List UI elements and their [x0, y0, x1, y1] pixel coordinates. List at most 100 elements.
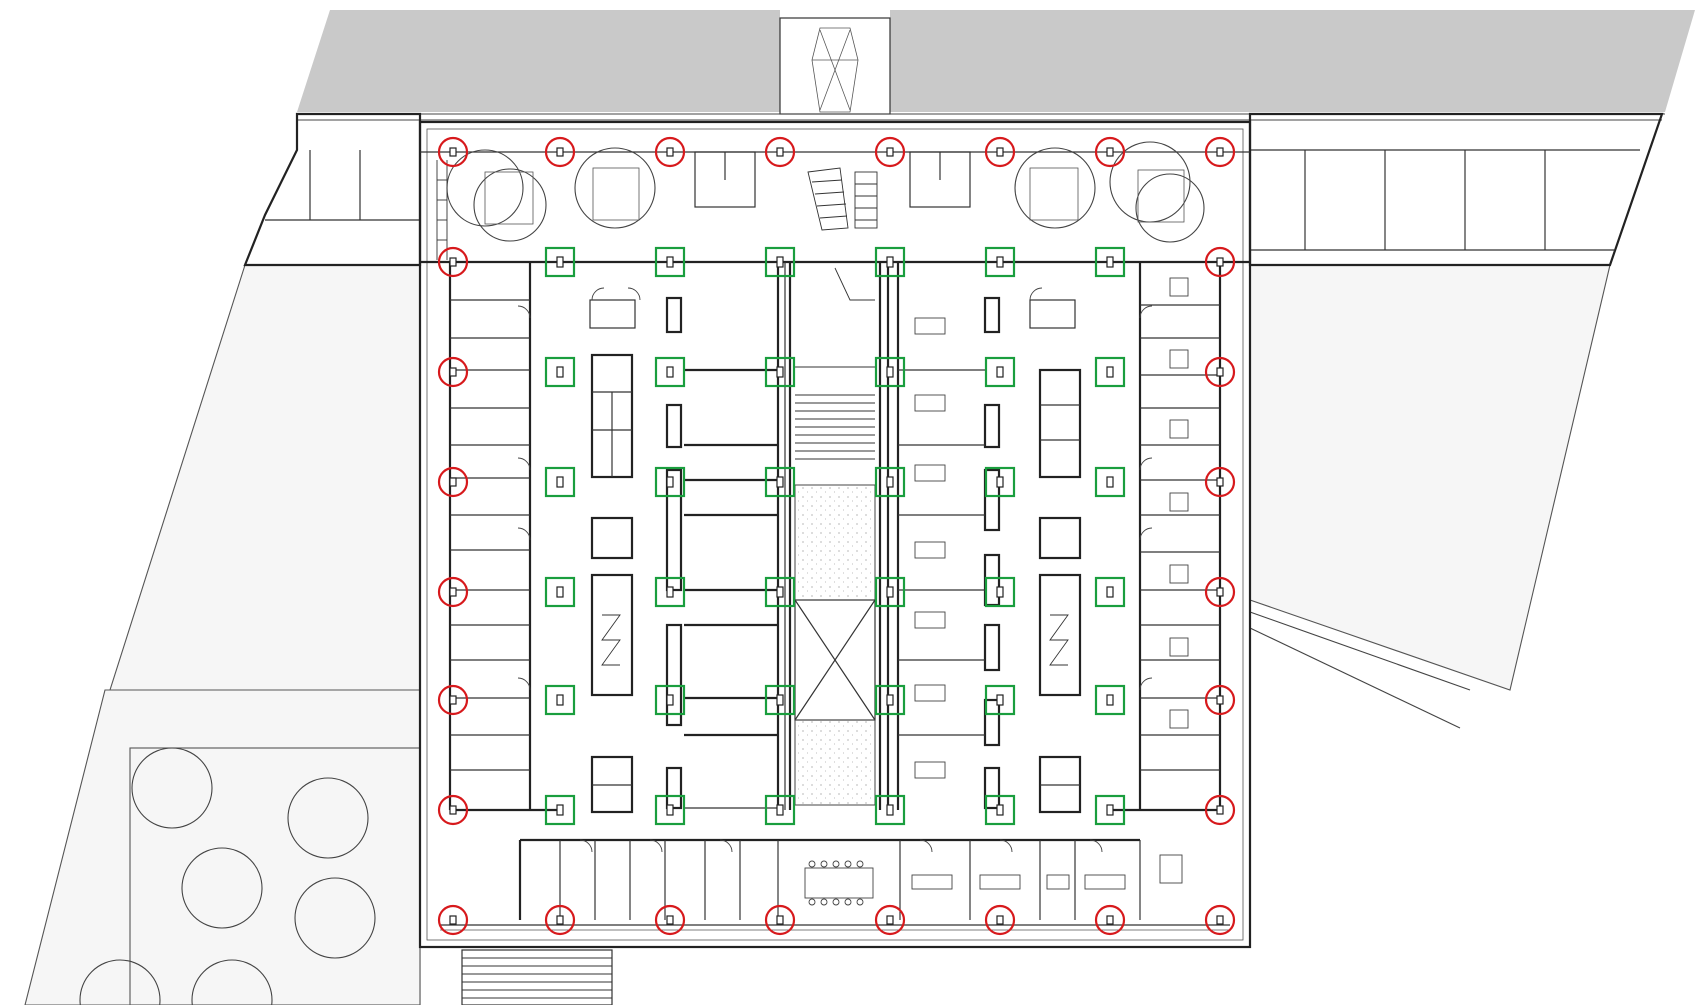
green-square-icon — [1094, 684, 1126, 716]
red-circle-icon — [1204, 466, 1236, 498]
green-square-icon — [764, 794, 796, 826]
garden-area — [129, 747, 421, 1005]
green-square-icon — [1094, 794, 1126, 826]
left-service-core — [589, 299, 636, 814]
red-circle-icon — [437, 576, 469, 608]
green-square-icon — [654, 794, 686, 826]
red-circle-icon — [1094, 904, 1126, 936]
road-area — [890, 10, 1695, 112]
atrium-void-hatch — [794, 484, 876, 601]
red-circle-icon — [437, 466, 469, 498]
green-square-icon — [764, 246, 796, 278]
landscape-area — [109, 264, 421, 691]
bed-furniture — [914, 684, 946, 702]
right-service-core — [1029, 299, 1082, 814]
green-square-icon — [654, 466, 686, 498]
green-square-icon — [1094, 356, 1126, 388]
green-square-icon — [1094, 466, 1126, 498]
green-square-icon — [764, 684, 796, 716]
green-square-icon — [654, 576, 686, 608]
red-circle-icon — [544, 136, 576, 168]
red-circle-icon — [1204, 794, 1236, 826]
bed-furniture — [914, 611, 946, 629]
red-circle-icon — [1204, 576, 1236, 608]
green-square-icon — [764, 576, 796, 608]
entrance-steps — [461, 949, 613, 1005]
red-circle-icon — [437, 904, 469, 936]
green-square-icon — [764, 466, 796, 498]
tree-circle-icon — [1135, 173, 1205, 243]
red-circle-icon — [984, 904, 1016, 936]
red-circle-icon — [654, 136, 686, 168]
building — [418, 120, 1252, 949]
green-square-icon — [1094, 246, 1126, 278]
green-square-icon — [544, 356, 576, 388]
window-strip — [440, 924, 1230, 931]
left-inner-partitions — [665, 262, 786, 810]
central-atrium — [788, 262, 882, 810]
tree-circle-icon — [131, 747, 213, 829]
green-square-icon — [654, 356, 686, 388]
door-swing-icon — [517, 287, 1153, 853]
tree-circle-icon — [191, 959, 273, 1005]
right-inner-rooms — [886, 262, 1001, 810]
green-square-icon — [984, 794, 1016, 826]
tree-circle-icon — [1109, 141, 1191, 223]
red-circle-icon — [437, 356, 469, 388]
bottom-office-row — [518, 838, 1183, 920]
red-circle-icon — [544, 904, 576, 936]
green-square-icon — [984, 684, 1016, 716]
green-square-icon — [1094, 576, 1126, 608]
stair-icon — [795, 267, 875, 460]
green-square-icon — [984, 246, 1016, 278]
red-circle-icon — [1204, 356, 1236, 388]
bed-furniture — [914, 317, 946, 335]
tree-circle-icon — [473, 168, 547, 242]
landscape-area — [1249, 264, 1611, 691]
red-circle-icon — [764, 904, 796, 936]
tree-circle-icon — [574, 147, 656, 229]
green-square-icon — [654, 684, 686, 716]
right-wing-rooms — [1110, 262, 1222, 812]
red-circle-icon — [764, 136, 796, 168]
tree-circle-icon — [79, 959, 161, 1005]
conference-table — [804, 867, 874, 899]
bed-furniture — [914, 464, 946, 482]
atrium-void-hatch — [794, 719, 876, 806]
red-circle-icon — [1204, 136, 1236, 168]
road-area — [297, 10, 780, 112]
green-square-icon — [874, 356, 906, 388]
red-circle-icon — [1094, 136, 1126, 168]
column-marker-layer — [437, 136, 1236, 936]
stair-icon — [436, 160, 448, 260]
green-square-icon — [984, 466, 1016, 498]
red-circle-icon — [437, 794, 469, 826]
tree-circle-icon — [181, 847, 263, 929]
green-square-icon — [544, 794, 576, 826]
bed-furniture — [914, 761, 946, 779]
tree-circle-icon — [287, 777, 369, 859]
red-circle-icon — [874, 136, 906, 168]
green-square-icon — [874, 684, 906, 716]
bed-furniture — [914, 541, 946, 559]
green-square-icon — [874, 794, 906, 826]
green-square-icon — [544, 466, 576, 498]
bed-furniture — [914, 394, 946, 412]
green-square-icon — [874, 246, 906, 278]
red-circle-icon — [437, 246, 469, 278]
green-square-icon — [874, 466, 906, 498]
tree-circle-icon — [294, 877, 376, 959]
green-square-icon — [764, 356, 796, 388]
red-circle-icon — [437, 684, 469, 716]
green-square-icon — [544, 246, 576, 278]
red-circle-icon — [984, 136, 1016, 168]
stair-icon — [807, 167, 878, 231]
green-square-icon — [544, 576, 576, 608]
green-square-icon — [544, 684, 576, 716]
red-circle-icon — [654, 904, 686, 936]
green-square-icon — [984, 576, 1016, 608]
green-square-icon — [984, 356, 1016, 388]
tree-circle-icon — [1014, 147, 1096, 229]
red-circle-icon — [1204, 246, 1236, 278]
